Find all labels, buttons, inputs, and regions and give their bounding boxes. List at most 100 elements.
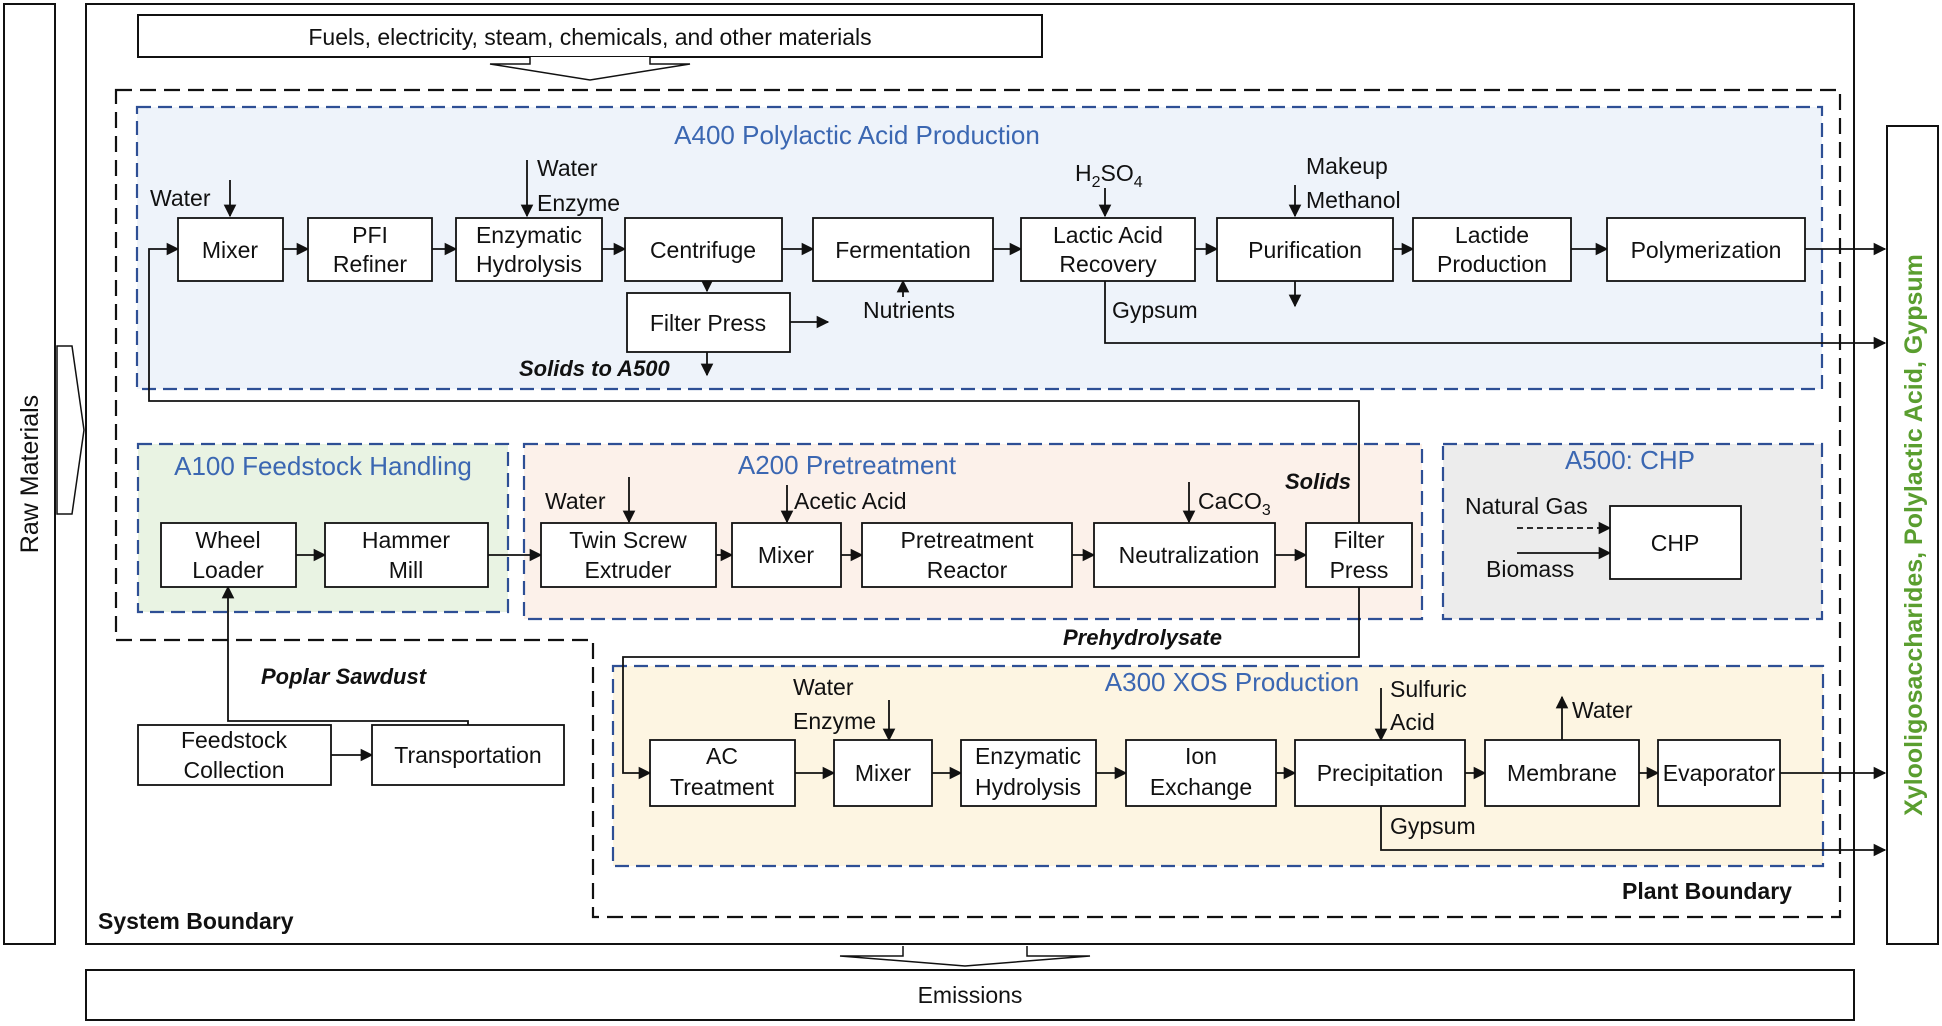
unit-hammer-mill: Hammer Mill [324,522,489,588]
unit-feedstock-collection: Feedstock Collection [137,724,332,786]
system-boundary-label: System Boundary [98,908,294,934]
unit-label: Hydrolysis [476,251,582,277]
unit-label: Wheel [195,527,260,553]
unit-label: Loader [192,557,264,583]
raw-materials-arrow [56,345,85,515]
unit-neutralization: Neutralization [1093,522,1276,588]
unit-label: Hydrolysis [975,774,1081,800]
a500-lines [1517,521,1612,560]
unit-label: Press [1330,557,1389,583]
a400-water2-label: Water [537,155,598,181]
unit-pfi-refiner: PFI Refiner [307,217,433,282]
fuels-box [137,14,1043,58]
unit-label: Feedstock [181,727,288,753]
fuels-arrow [489,57,691,81]
unit-label: Mill [389,557,424,583]
fuels-label: Fuels, electricity, steam, chemicals, an… [308,24,871,50]
emissions-box [85,969,1855,1021]
unit-label: Exchange [1150,774,1252,800]
unit-label: Precipitation [1317,760,1444,786]
unit-polymerization: Polymerization [1606,217,1806,282]
unit-evaporator: Evaporator [1657,739,1781,807]
unit-label: Fermentation [835,237,971,263]
unit-label: Twin Screw [569,527,687,553]
unit-ac-treatment: AC Treatment [649,739,796,807]
emissions-arrow [839,946,1091,967]
products-label: Xylooligosaccharides, Polylactic Acid, G… [1900,254,1928,816]
a400-enzyme-label: Enzyme [537,190,620,216]
a400-nutrients-label: Nutrients [863,297,955,323]
a400-h2so4-label: H2SO4 [1075,160,1143,191]
a300-enzyme-label: Enzyme [793,708,876,734]
unit-label: Enzymatic [975,743,1081,769]
a200-acetic-acid-label: Acetic Acid [794,488,907,514]
plant-boundary-label: Plant Boundary [1622,878,1792,904]
unit-label: Pretreatment [901,527,1035,553]
unit-enzymatic-hydrolysis-a300: Enzymatic Hydrolysis [960,739,1097,807]
unit-ion-exchange: Ion Exchange [1125,739,1277,807]
unit-label: Production [1437,251,1547,277]
a300-water-out-label: Water [1572,697,1633,723]
unit-wheel-loader: Wheel Loader [160,522,297,588]
unit-label: Hammer [362,527,451,553]
unit-label: Mixer [758,542,815,568]
section-title-a300: A300 XOS Production [1105,667,1359,697]
unit-label: Polymerization [1631,237,1782,263]
unit-label: Treatment [670,774,775,800]
unit-label: Membrane [1507,760,1617,786]
section-title-a400: A400 Polylactic Acid Production [674,120,1040,150]
unit-lactic-acid-recovery: Lactic Acid Recovery [1020,217,1196,282]
unit-label: Reactor [927,557,1008,583]
a200-water-label: Water [545,488,606,514]
section-title-a200: A200 Pretreatment [738,450,957,480]
plant-boundary [114,88,1842,919]
a500-biomass-label: Biomass [1486,556,1574,582]
system-boundary-box [85,3,1855,945]
section-title-a100: A100 Feedstock Handling [174,451,472,481]
a200-caco3-label: CaCO3 [1198,488,1271,519]
unit-twin-screw-extruder: Twin Screw Extruder [540,522,717,588]
unit-mixer-a400: Mixer [177,217,284,282]
unit-filter-press-a400: Filter Press [626,292,791,353]
poplar-sawdust-label: Poplar Sawdust [261,664,428,689]
unit-fermentation: Fermentation [812,217,994,282]
unit-membrane: Membrane [1484,739,1640,807]
solids-to-a500-label: Solids to A500 [519,356,671,381]
unit-label: Refiner [333,251,407,277]
unit-label: Mixer [202,237,259,263]
unit-label: Collection [184,757,285,783]
a400-makeup-label: Makeup [1306,153,1388,179]
a400-gypsum-label: Gypsum [1112,297,1198,323]
unit-lactide-production: Lactide Production [1412,217,1572,282]
unit-label: Enzymatic [476,222,582,248]
raw-materials-label: Raw Materials [16,395,44,553]
a400-methanol-label: Methanol [1306,187,1401,213]
unit-label: Centrifuge [650,237,756,263]
unit-label: Purification [1248,237,1362,263]
unit-mixer-a300: Mixer [833,739,933,807]
unit-chp: CHP [1609,505,1742,580]
prehydrolysate-label: Prehydrolysate [1063,625,1222,650]
unit-label: Lactide [1455,222,1529,248]
a300-gypsum-label: Gypsum [1390,813,1476,839]
a300-sulfuric-label: Sulfuric [1390,676,1467,702]
unit-precipitation: Precipitation [1294,739,1466,807]
section-title-a500: A500: CHP [1565,445,1695,475]
unit-transportation: Transportation [371,724,565,786]
unit-label: Extruder [585,557,672,583]
a500-natural-gas-label: Natural Gas [1465,493,1588,519]
unit-label: Transportation [394,742,541,768]
products-box [1886,125,1939,945]
unit-label: PFI [352,222,388,248]
unit-label: Neutralization [1119,542,1260,568]
unit-label: AC [706,743,738,769]
a200-solids-label: Solids [1285,469,1351,494]
unit-centrifuge: Centrifuge [624,217,783,282]
unit-mixer-a200: Mixer [731,522,842,588]
unit-label: Lactic Acid [1053,222,1163,248]
unit-label: Recovery [1059,251,1157,277]
unit-label: Evaporator [1663,760,1776,786]
unit-label: Filter Press [650,310,766,336]
a400-water-label: Water [150,185,211,211]
